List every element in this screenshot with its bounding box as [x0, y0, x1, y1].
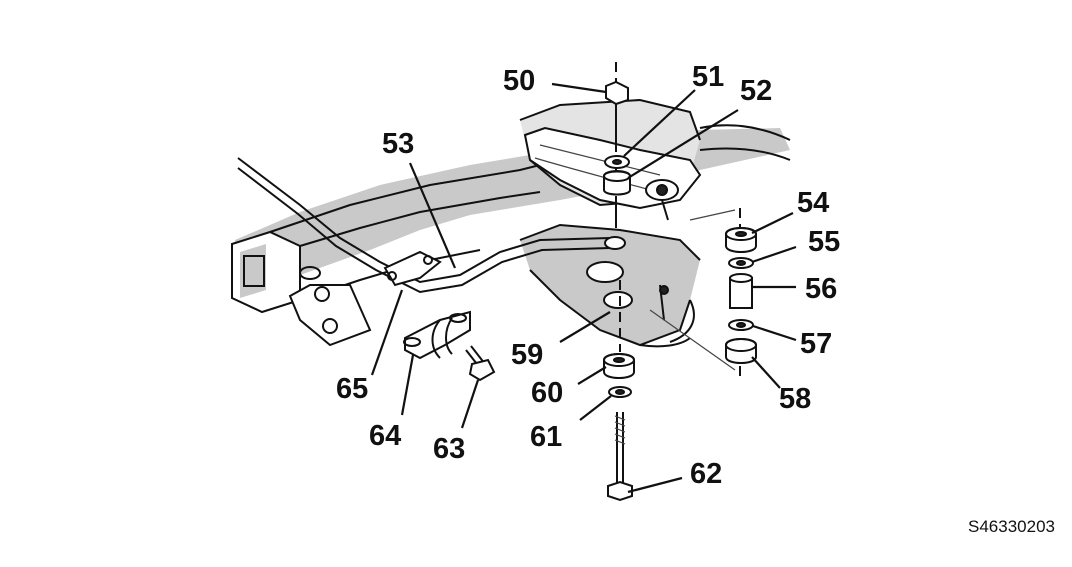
callout-53: 53 — [382, 128, 414, 160]
strut-rod-stack — [649, 208, 757, 376]
callout-55: 55 — [808, 226, 840, 258]
upper-mount-stack — [603, 62, 631, 228]
leader-lines — [370, 82, 797, 494]
callout-54: 54 — [797, 187, 829, 219]
callout-64: 64 — [369, 420, 401, 452]
callout-62: 62 — [690, 458, 722, 490]
callout-50: 50 — [503, 65, 535, 97]
frame-crossmember — [231, 98, 791, 348]
callout-52: 52 — [740, 75, 772, 107]
callout-57: 57 — [800, 328, 832, 360]
callout-60: 60 — [531, 377, 563, 409]
callout-61: 61 — [530, 421, 562, 453]
figure-code: S46330203 — [968, 517, 1055, 536]
stabilizer-bar — [237, 157, 626, 294]
callout-65: 65 — [336, 373, 368, 405]
callout-58: 58 — [779, 383, 811, 415]
callout-56: 56 — [805, 273, 837, 305]
callout-labels: 50 51 52 53 54 55 56 57 58 59 60 61 62 6… — [336, 61, 840, 490]
clamp-assembly — [403, 310, 496, 382]
callout-59: 59 — [511, 339, 543, 371]
lower-mount-stack — [603, 280, 635, 502]
callout-51: 51 — [692, 61, 724, 93]
callout-63: 63 — [433, 433, 465, 465]
